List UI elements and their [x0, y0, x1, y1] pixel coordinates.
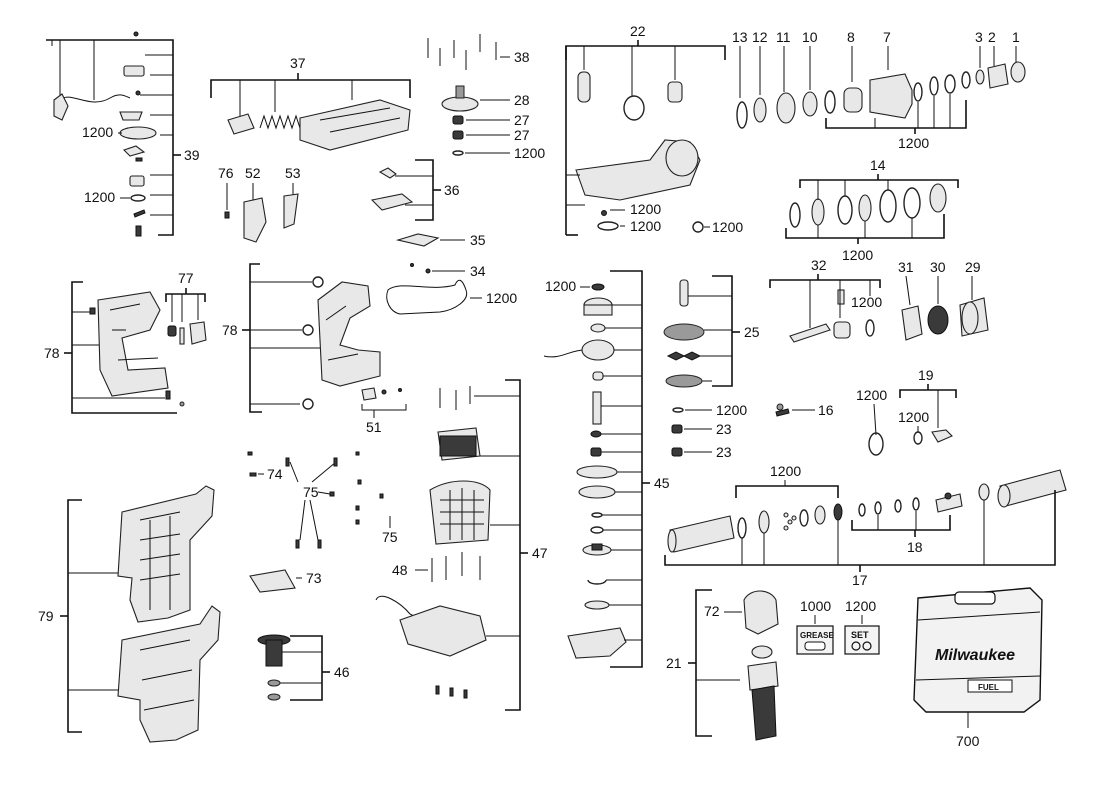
group-46: 46: [257, 634, 350, 701]
part-label-79: 79: [38, 608, 54, 624]
part-label-1200: 1200: [898, 409, 929, 425]
group-25-23: 25 1200 23 23: [663, 275, 760, 460]
part-label-38: 38: [514, 49, 530, 65]
part-label-21: 21: [666, 655, 682, 671]
case-brand-label: Milwaukee: [935, 647, 1015, 664]
part-label-1200: 1200: [514, 145, 545, 161]
part-label-1200: 1200: [845, 598, 876, 614]
part-label-78: 78: [222, 322, 238, 338]
group-1000-1200: 1000 GREASE 1200 SET: [796, 598, 880, 655]
part-label-51: 51: [366, 419, 382, 435]
part-label-1200: 1200: [486, 290, 517, 306]
part-label-1200: 1200: [630, 218, 661, 234]
seal-set-package-icon: [844, 625, 880, 655]
group-21-72: 21 72: [666, 589, 779, 741]
group-14: 14 1200: [785, 157, 959, 263]
part-label-1200: 1200: [630, 201, 661, 217]
group-32-31-30-29: 32 1200 31 30 29: [769, 257, 989, 343]
part-label-32: 32: [811, 257, 827, 273]
part-label-19: 19: [918, 367, 934, 383]
part-label-1: 1: [1012, 29, 1020, 45]
part-label-8: 8: [847, 29, 855, 45]
part-label-23: 23: [716, 421, 732, 437]
part-label-1200: 1200: [851, 294, 882, 310]
group-35-34: 35 34 1200: [386, 232, 517, 315]
group-top-right-row: 13 12 11 10 8 7 3 2 1: [732, 29, 1026, 151]
part-label-35: 35: [470, 232, 486, 248]
part-label-1000: 1000: [800, 598, 831, 614]
part-label-34: 34: [470, 263, 486, 279]
part-label-1200: 1200: [82, 124, 113, 140]
group-38-28-27: 38 28 27 27 1200: [427, 34, 545, 161]
group-700: Milwaukee FUEL 700: [913, 587, 1043, 749]
part-label-1200: 1200: [842, 247, 873, 263]
part-label-46: 46: [334, 664, 350, 680]
part-label-45: 45: [654, 475, 670, 491]
part-label-17: 17: [852, 572, 868, 588]
part-label-11: 11: [776, 29, 791, 45]
group-36: 36: [370, 159, 460, 221]
group-37: 37: [210, 55, 411, 151]
part-label-1200: 1200: [770, 463, 801, 479]
part-label-53: 53: [285, 165, 301, 181]
part-label-1200: 1200: [716, 402, 747, 418]
part-label-10: 10: [802, 29, 818, 45]
part-label-76: 76: [218, 165, 234, 181]
group-47: 47 48: [375, 379, 548, 711]
part-label-48: 48: [392, 562, 408, 578]
part-label-47: 47: [532, 545, 548, 561]
part-label-1200: 1200: [545, 278, 576, 294]
part-label-29: 29: [965, 259, 981, 275]
part-label-36: 36: [444, 182, 460, 198]
part-label-12: 12: [752, 29, 768, 45]
part-label-16: 16: [818, 402, 834, 418]
set-label: SET: [851, 630, 869, 640]
part-label-27: 27: [514, 127, 530, 143]
group-74-75: 74 75 75: [247, 451, 398, 549]
part-label-14: 14: [870, 157, 886, 173]
part-label-75: 75: [382, 529, 398, 545]
group-16-19: 16 1200 19 1200: [775, 367, 957, 456]
part-label-23: 23: [716, 444, 732, 460]
part-label-52: 52: [245, 165, 261, 181]
part-label-22: 22: [630, 23, 646, 39]
part-label-74: 74: [267, 466, 283, 482]
part-label-3: 3: [975, 29, 983, 45]
part-label-75: 75: [303, 484, 319, 500]
group-78-left: 78 77: [44, 270, 207, 414]
part-label-13: 13: [732, 29, 748, 45]
part-label-77: 77: [178, 270, 194, 286]
group-39: 1200 1200 39: [46, 31, 200, 237]
grease-label: GREASE: [800, 631, 834, 640]
part-label-31: 31: [898, 259, 914, 275]
part-label-1200: 1200: [712, 219, 743, 235]
group-17-18: 1200 18 17: [664, 463, 1067, 588]
part-label-28: 28: [514, 92, 530, 108]
group-76-52-53: 76 52 53: [218, 165, 301, 243]
part-label-7: 7: [883, 29, 891, 45]
part-label-73: 73: [306, 570, 322, 586]
part-label-700: 700: [956, 733, 980, 749]
group-78-middle: 78 51: [222, 263, 407, 435]
part-label-37: 37: [290, 55, 306, 71]
group-73: 73: [249, 569, 322, 593]
part-label-1200: 1200: [898, 135, 929, 151]
group-79: 79: [38, 485, 221, 743]
part-label-2: 2: [988, 29, 996, 45]
case-fuel-label: FUEL: [978, 683, 999, 692]
part-label-27: 27: [514, 112, 530, 128]
part-label-72: 72: [704, 603, 720, 619]
group-22: 1200 1200 1200 22: [565, 23, 743, 236]
part-label-18: 18: [907, 539, 923, 555]
part-label-1200: 1200: [84, 189, 115, 205]
part-label-1200: 1200: [856, 387, 887, 403]
group-45: 1200 45: [543, 270, 670, 668]
part-label-30: 30: [930, 259, 946, 275]
part-label-78: 78: [44, 345, 60, 361]
part-label-39: 39: [184, 147, 200, 163]
part-label-25: 25: [744, 324, 760, 340]
